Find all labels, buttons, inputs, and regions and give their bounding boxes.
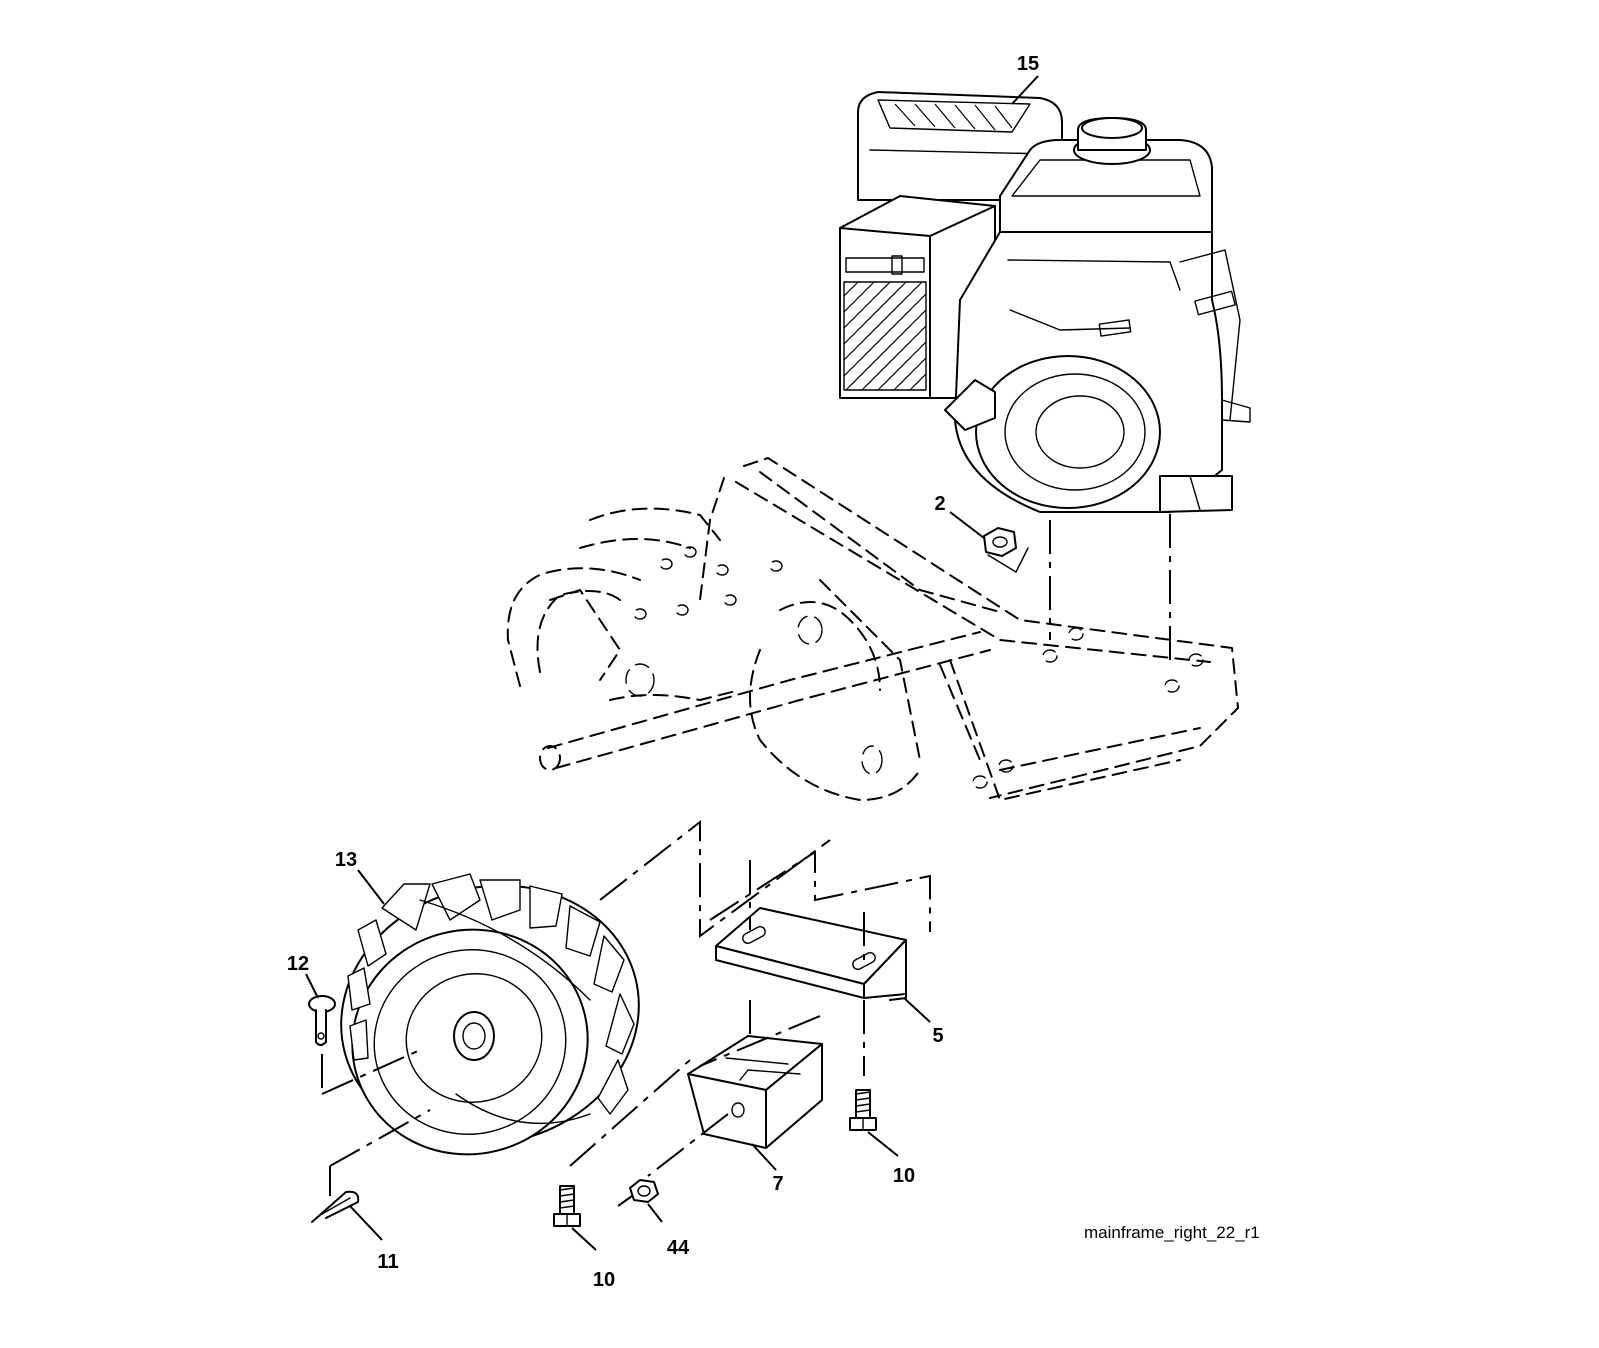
callout-bolt-left: 10	[593, 1269, 615, 1291]
hex-nut	[629, 1179, 659, 1203]
hairpin-clip	[311, 1190, 360, 1223]
hex-bolt-right	[849, 1089, 877, 1131]
mainframe-phantom	[506, 457, 1239, 801]
callout-clevis-pin: 12	[287, 953, 309, 975]
flange-nut	[983, 527, 1029, 573]
callout-hairpin: 11	[377, 1251, 398, 1273]
callout-tire-wheel: 13	[335, 849, 357, 871]
mounting-bracket	[715, 907, 907, 1001]
clevis-pin	[308, 995, 336, 1046]
callout-engine: 15	[1017, 53, 1039, 75]
drawing-reference: mainframe_right_22_r1	[1084, 1223, 1260, 1242]
callout-hex-nut: 44	[667, 1237, 690, 1259]
tire-wheel	[340, 873, 640, 1156]
callout-flange-nut: 2	[934, 493, 945, 515]
engine	[839, 91, 1251, 513]
callout-weight: 7	[772, 1173, 783, 1195]
hex-bolt-left	[553, 1185, 581, 1227]
callout-bracket: 5	[932, 1025, 943, 1047]
callout-bolt-right: 10	[893, 1165, 915, 1187]
counterweight	[687, 1035, 823, 1149]
